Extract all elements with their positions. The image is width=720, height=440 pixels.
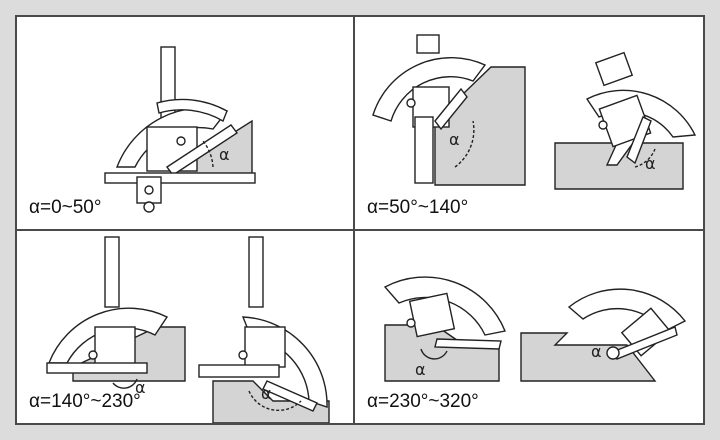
- angle-arc-left: [112, 378, 138, 389]
- angle-alpha-label-right: α: [261, 384, 272, 403]
- angle-alpha-label-left: α: [415, 360, 426, 379]
- workpiece-right: [212, 380, 330, 423]
- angle-arc-left: [454, 120, 475, 168]
- diagram-frame: α α=0~50°: [15, 15, 705, 425]
- protractor-140-230-illustration: α α: [46, 236, 330, 423]
- angle-alpha-label-right: α: [645, 154, 656, 173]
- pivot-right: [606, 346, 620, 360]
- lock-screw-right: [598, 120, 608, 130]
- workpiece-left: [434, 66, 526, 186]
- panel-230-320: α α α=230°~320°: [355, 231, 703, 423]
- protractor-body-right: [244, 326, 286, 368]
- angle-alpha-label-left: α: [449, 130, 460, 149]
- ruler-top-right: [594, 51, 634, 87]
- ruler-base-left: [46, 362, 148, 374]
- protractor-body-left: [94, 326, 136, 368]
- ruler-base: [104, 172, 256, 184]
- blade-right: [626, 116, 652, 165]
- range-label-140-230: α=140°~230°: [29, 391, 141, 412]
- range-label-50-140: α=50°~140°: [367, 197, 469, 218]
- blade-left: [434, 87, 468, 131]
- vertical-divider: [353, 17, 355, 423]
- workpiece-right: [520, 332, 657, 382]
- vernier-scale: [156, 98, 228, 123]
- panel-0-50: α α=0~50°: [17, 17, 353, 229]
- panel-50-140: α α α=50°~140°: [355, 17, 703, 229]
- blade-right: [262, 380, 318, 412]
- protractor-230-320-illustration: α α: [383, 276, 687, 382]
- ruler-base-right: [198, 364, 280, 378]
- lock-screw-left: [406, 98, 416, 108]
- lock-screw-right: [238, 350, 248, 360]
- angle-arc-right: [248, 390, 302, 412]
- protractor-arc-left: [47, 307, 169, 364]
- panel-140-230: α α α=140°~230°: [17, 231, 353, 423]
- angle-alpha-label-left: α: [135, 378, 146, 397]
- ruler-top-left: [416, 34, 440, 54]
- range-label-230-320: α=230°~320°: [367, 391, 479, 412]
- protractor-body-left: [408, 292, 456, 338]
- lock-screw-left: [88, 350, 98, 360]
- lock-screw-left: [406, 318, 416, 328]
- angle-alpha-label-right: α: [591, 342, 602, 361]
- knob: [143, 201, 155, 213]
- protractor-50-140-illustration: α α: [372, 34, 697, 190]
- angle-arc-right: [634, 148, 656, 168]
- ruler-vertical-right: [248, 236, 264, 308]
- lock-screw: [144, 185, 154, 195]
- ruler-vertical-left: [104, 236, 120, 308]
- range-label-0-50: α=0~50°: [29, 197, 102, 218]
- workpiece-left: [384, 324, 500, 382]
- protractor-arc-left: [372, 57, 487, 122]
- protractor-0-50-illustration: α: [104, 46, 256, 213]
- angle-alpha-label: α: [219, 145, 230, 164]
- lock-screw-upper: [176, 136, 186, 146]
- angle-arc: [202, 140, 214, 168]
- ruler-vertical-left: [414, 116, 434, 184]
- blade-left: [434, 338, 502, 350]
- protractor-arc-right: [567, 288, 687, 332]
- angle-arc-left: [420, 348, 448, 360]
- horizontal-divider: [17, 229, 703, 231]
- workpiece-right: [554, 142, 684, 190]
